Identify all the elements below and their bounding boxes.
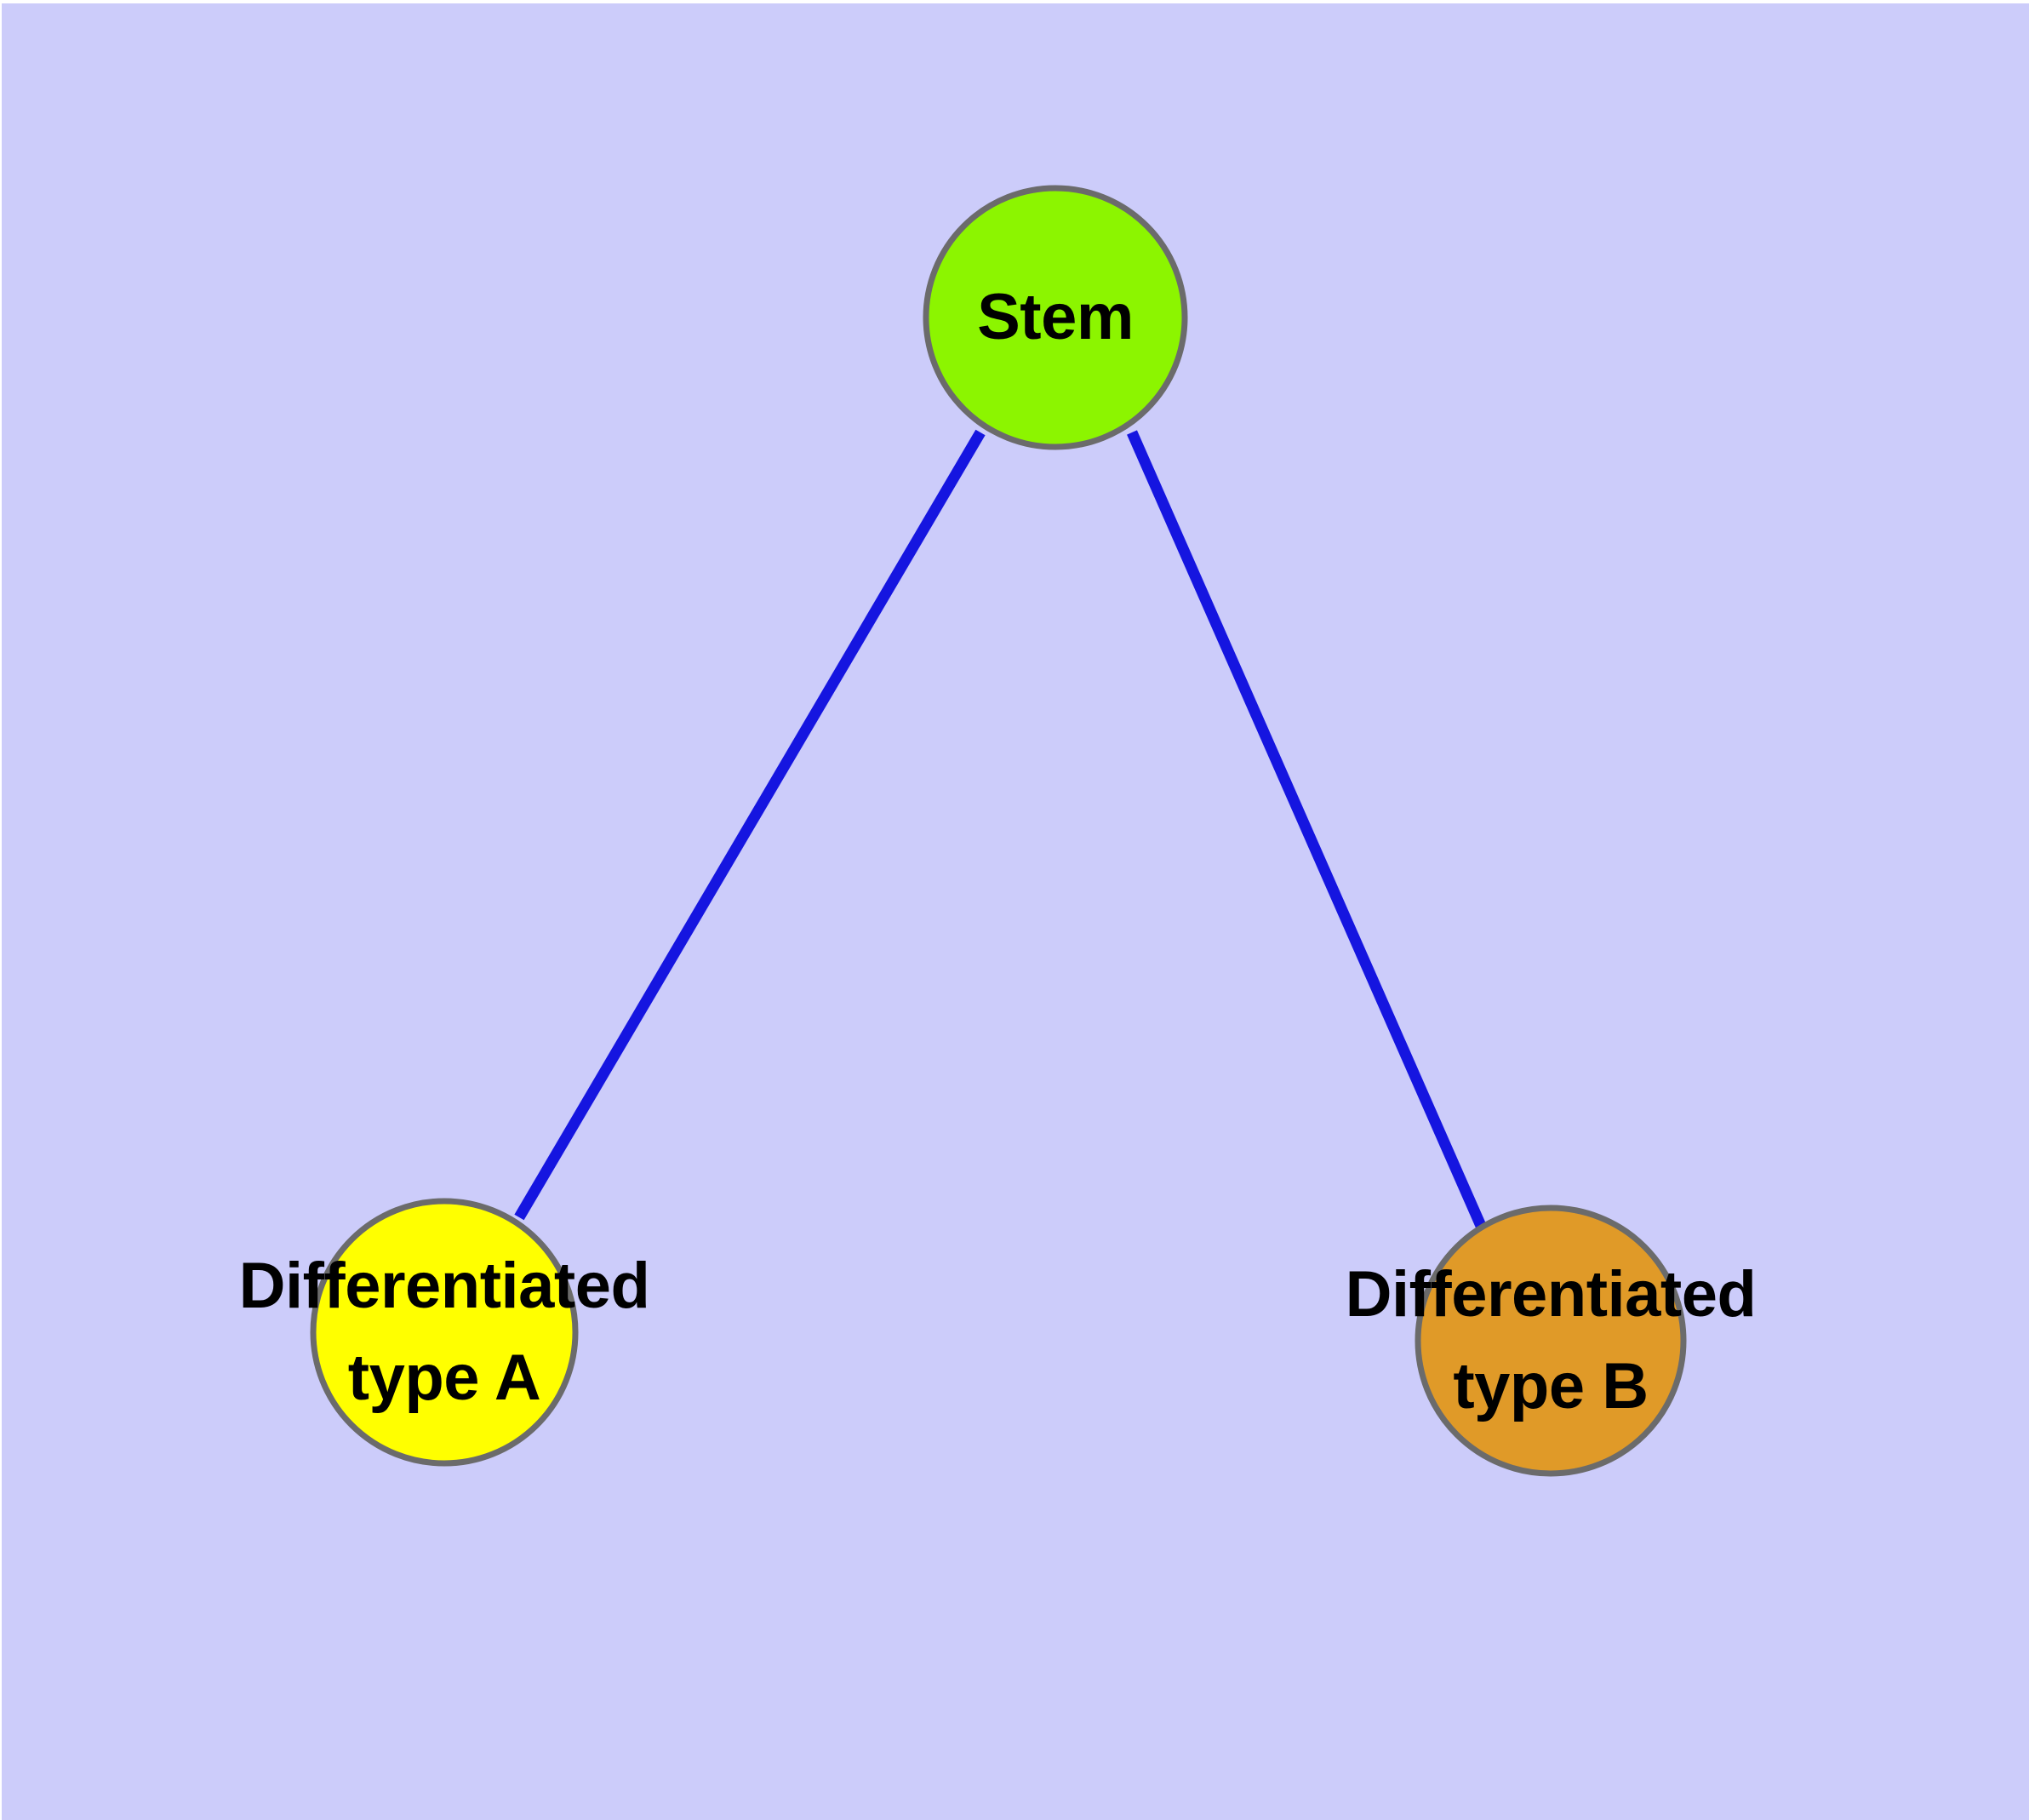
edge-stem-to-differentiated-type-b[interactable]: [1127, 430, 1486, 1228]
node-differentiated-type-b[interactable]: [1415, 1205, 1687, 1477]
edge-stem-to-differentiated-type-a[interactable]: [514, 429, 986, 1221]
node-differentiated-type-a[interactable]: [310, 1198, 579, 1467]
edge-layer: [514, 429, 1486, 1228]
node-stem[interactable]: [923, 185, 1188, 450]
node-layer: [310, 185, 1687, 1477]
